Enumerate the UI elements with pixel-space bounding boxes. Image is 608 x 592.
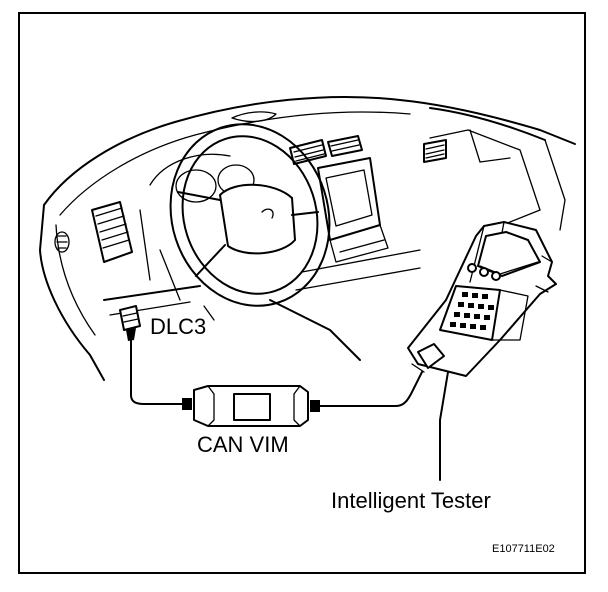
figure-frame [18,12,586,574]
can-vim-box [182,385,320,427]
steering-wheel [169,123,331,321]
can-vim-label: CAN VIM [197,432,289,457]
dlc3-label: DLC3 [150,314,207,339]
lower-dashboard [103,209,421,361]
center-console [317,157,389,263]
intelligent-tester [407,221,557,481]
center-air-vents [289,135,447,165]
tester-cable [319,371,423,407]
dlc3-connector [119,305,141,341]
dlc3-cable [130,339,187,405]
figure-code: E107711E02 [492,543,555,555]
intelligent-tester-label: Intelligent Tester [331,488,491,513]
left-air-vent [54,201,133,263]
dashboard-outline [39,95,576,381]
